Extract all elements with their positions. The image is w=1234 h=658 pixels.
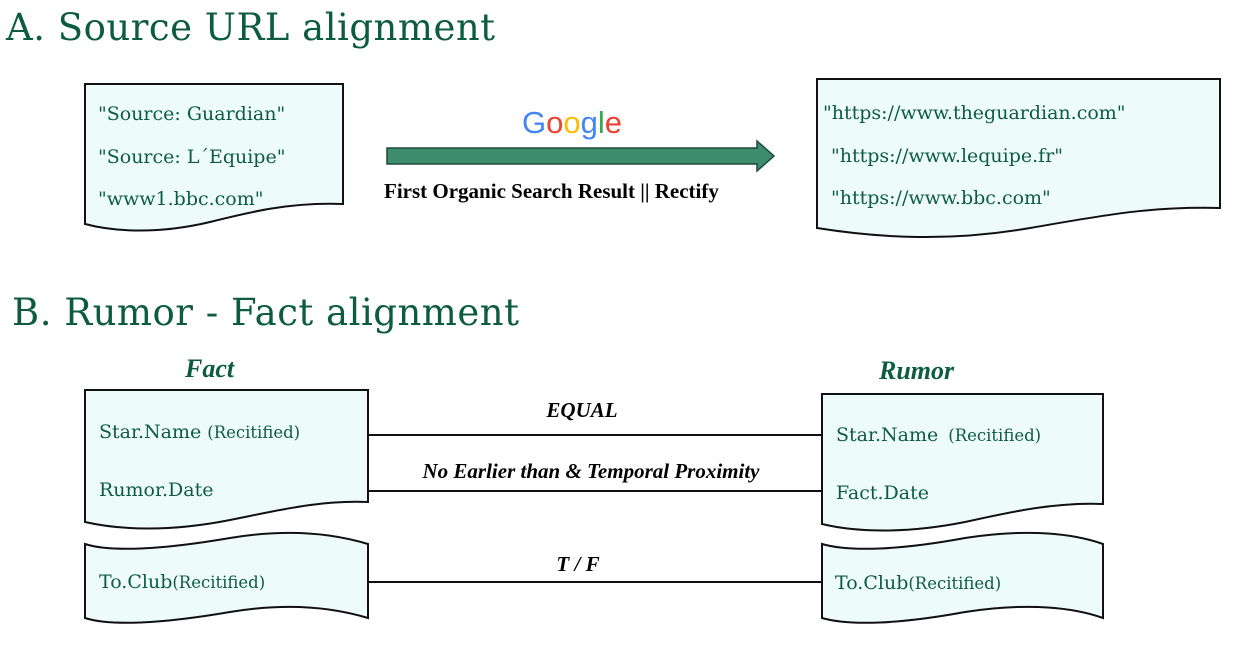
rumor-to-club-label: To.Club bbox=[835, 572, 909, 594]
google-logo: Google bbox=[522, 105, 622, 141]
temporal-label: No Earlier than & Temporal Proximity bbox=[422, 459, 760, 483]
rumor-to-club-note: (Recitified) bbox=[908, 574, 1002, 593]
rumor-column-title: Rumor bbox=[879, 356, 955, 385]
fact-rumor-date: Rumor.Date bbox=[99, 479, 214, 501]
fact-star-name: Star.Name (Recitified) bbox=[99, 421, 300, 443]
rumor-star-name-label: Star.Name bbox=[836, 424, 939, 446]
fact-to-club-label: To.Club bbox=[99, 571, 173, 593]
google-logo-letter-1: G bbox=[522, 105, 547, 140]
output-line-2: "https://www.lequipe.fr" bbox=[831, 145, 1064, 167]
rumor-document bbox=[821, 393, 1104, 532]
url-output-document bbox=[816, 78, 1221, 239]
section-a-title: A. Source URL alignment bbox=[6, 6, 496, 49]
output-line-1: "https://www.theguardian.com" bbox=[823, 102, 1126, 124]
equal-label: EQUAL bbox=[546, 398, 618, 422]
fact-to-club-note: (Recitified) bbox=[172, 573, 266, 592]
google-logo-letter-3: o bbox=[563, 105, 581, 140]
google-logo-letter-6: e bbox=[604, 105, 623, 140]
rumor-club-shape bbox=[821, 531, 1104, 624]
rumor-to-club: To.Club(Recitified) bbox=[835, 572, 1001, 594]
section-b-title: B. Rumor - Fact alignment bbox=[12, 291, 520, 334]
google-logo-letter-2: o bbox=[546, 105, 564, 140]
fact-star-name-note: (Recitified) bbox=[207, 423, 301, 442]
fact-column-title: Fact bbox=[185, 354, 235, 383]
rumor-star-name-note: (Recitified) bbox=[948, 426, 1042, 445]
fact-to-club: To.Club(Recitified) bbox=[99, 571, 265, 593]
fact-star-name-label: Star.Name bbox=[99, 421, 202, 443]
google-logo-letter-5: l bbox=[597, 105, 605, 140]
source-input-document bbox=[84, 83, 344, 232]
search-arrow-label: First Organic Search Result || Rectify bbox=[384, 179, 719, 203]
rumor-fact-date: Fact.Date bbox=[836, 482, 929, 504]
input-line-1: "Source: Guardian" bbox=[98, 103, 286, 125]
input-line-2: "Source: L´Equipe" bbox=[98, 146, 286, 168]
input-line-3: "www1.bbc.com" bbox=[98, 188, 264, 210]
search-arrow bbox=[386, 139, 776, 173]
output-line-3: "https://www.bbc.com" bbox=[831, 187, 1051, 209]
rumor-star-name: Star.Name (Recitified) bbox=[836, 424, 1041, 446]
fact-club-shape bbox=[84, 531, 369, 624]
google-logo-letter-4: g bbox=[580, 105, 598, 140]
tf-label: T / F bbox=[556, 552, 600, 576]
fact-document bbox=[84, 389, 369, 530]
